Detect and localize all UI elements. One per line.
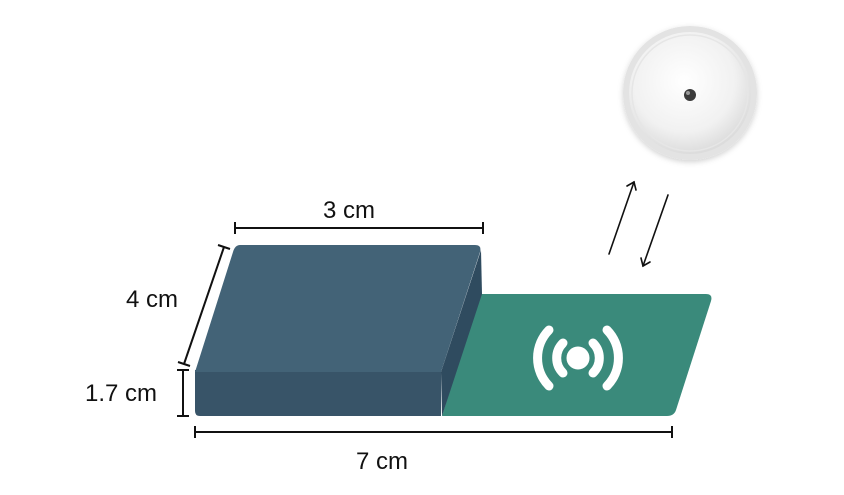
arrow-up-line [608,181,635,255]
box-side-face [441,250,482,416]
width-dimension [234,222,484,234]
arrow-up-head [626,180,637,191]
width-label: 3 cm [323,197,375,224]
wireless-inner-arc-right [588,338,604,378]
sensor-inner-ring [631,34,749,152]
wireless-outer-arc-right [602,325,623,391]
sensor-center-glint [686,91,690,95]
sensor-center-hole [684,89,696,101]
arrow-down-line [642,194,669,267]
height-dimension [177,369,189,417]
box-front-face [195,370,441,416]
arrow-down-head [640,257,651,268]
total-length-label: 7 cm [356,448,408,475]
wireless-signal-icon [533,325,623,391]
total-length-dimension [194,426,673,438]
depth-label: 4 cm [126,286,178,313]
height-label: 1.7 cm [85,380,157,407]
depth-dimension [177,244,231,367]
wireless-inner-arc-left [552,338,568,378]
round-sensor-device-icon [623,26,757,160]
bidirectional-arrows-icon [608,180,669,268]
wireless-outer-arc-left [533,325,554,391]
box-top-face [195,245,481,372]
wireless-center-dot [566,346,590,370]
